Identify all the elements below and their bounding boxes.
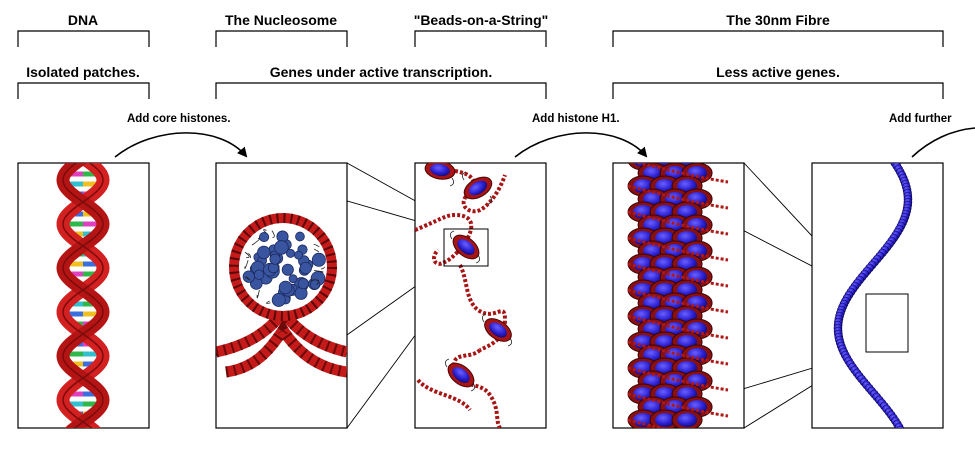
- step-label-further: Add further: [889, 113, 952, 125]
- stage-title-fibre: The 30nm Fibre: [726, 12, 830, 28]
- curved-arrow-icon: [514, 132, 648, 158]
- step-label-core-histones: Add core histones.: [127, 113, 231, 125]
- activity-label-active: Genes under active transcription.: [269, 64, 493, 80]
- curved-arrow-icon: [114, 132, 248, 158]
- activity-label-less-active: Less active genes.: [716, 64, 840, 80]
- stage-title-beads: "Beads-on-a-String": [413, 12, 549, 28]
- curved-arrow-icon: [911, 127, 975, 158]
- stage-title-dna: DNA: [67, 12, 99, 28]
- beaded-fiber-icon: [415, 163, 512, 428]
- arrows: [114, 127, 975, 158]
- double-helix-icon: [56, 163, 110, 428]
- stage-title-nucleosome: The Nucleosome: [224, 12, 338, 28]
- nucleosome-ring-icon: [216, 213, 347, 378]
- supercoil-icon: [833, 163, 913, 428]
- step-label-histone-h1: Add histone H1.: [532, 113, 620, 125]
- fibre-30nm-icon: [627, 163, 729, 428]
- activity-label-isolated: Isolated patches.: [26, 64, 140, 80]
- header-brackets: [17, 30, 944, 99]
